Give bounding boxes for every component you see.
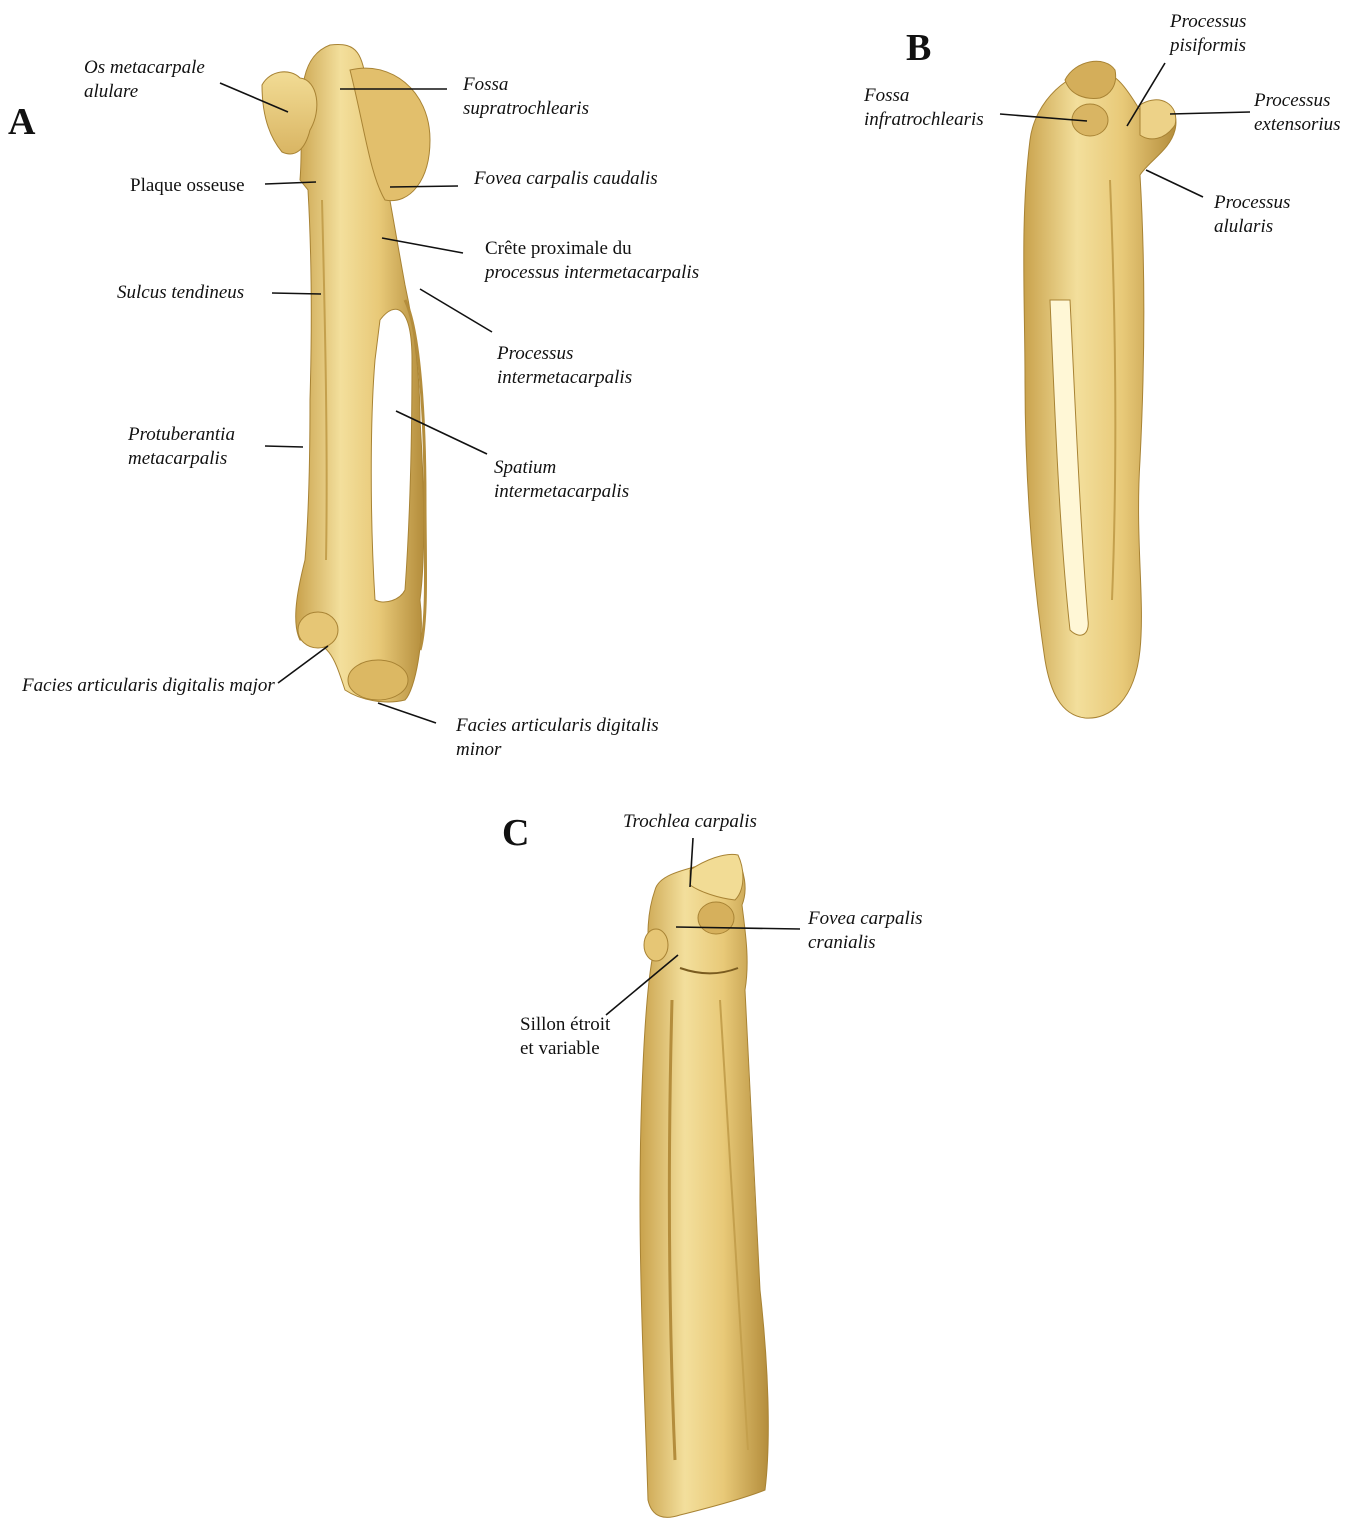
label-fovea-cranialis-line1: Fovea carpalis [808,907,923,931]
label-processus-pisiformis-line2: pisiformis [1170,34,1246,58]
label-processus-alularis-line1: Processus [1214,191,1290,215]
label-facies-major: Facies articularis digitalis major [22,674,275,698]
label-spatium-line2: intermetacarpalis [494,480,629,504]
label-processus-intermetacarpalis-line1: Processus [497,342,573,366]
label-protuberantia-line2: metacarpalis [128,447,227,471]
label-fovea-cranialis-line2: cranialis [808,931,876,955]
label-processus-extensorius-line2: extensorius [1254,113,1341,137]
label-fossa-infratrochlearis-line1: Fossa [864,84,909,108]
bone-panel-a [262,44,430,702]
label-protuberantia-line1: Protuberantia [128,423,235,447]
bone-panel-c [640,854,768,1517]
label-crete-proximale-line1: Crête proximale du [485,237,632,261]
label-crete-proximale-line2: processus intermetacarpalis [485,261,699,285]
label-sulcus-tendineus: Sulcus tendineus [117,281,244,305]
label-trochlea-carpalis: Trochlea carpalis [623,810,757,834]
label-sillon-line2: et variable [520,1037,600,1061]
label-os-metacarpale-line2: alulare [84,80,138,104]
label-fovea-carpalis-caudalis: Fovea carpalis caudalis [474,167,658,191]
label-processus-extensorius-line1: Processus [1254,89,1330,113]
label-sillon-line1: Sillon étroit [520,1013,610,1037]
label-fossa-supratrochlearis-line1: Fossa [463,73,508,97]
label-processus-alularis-line2: alularis [1214,215,1273,239]
panel-letter-c: C [502,813,529,853]
label-fossa-supratrochlearis-line2: supratrochlearis [463,97,589,121]
label-os-metacarpale-line1: Os metacarpale [84,56,205,80]
label-plaque-osseuse: Plaque osseuse [130,174,245,198]
label-processus-intermetacarpalis-line2: intermetacarpalis [497,366,632,390]
panel-letter-a: A [8,102,35,142]
label-facies-minor-line1: Facies articularis digitalis [456,714,659,738]
bone-panel-b [1024,61,1176,718]
label-facies-minor-line2: minor [456,738,501,762]
panel-letter-b: B [906,28,931,68]
label-processus-pisiformis-line1: Processus [1170,10,1246,34]
label-spatium-line1: Spatium [494,456,556,480]
label-fossa-infratrochlearis-line2: infratrochlearis [864,108,984,132]
